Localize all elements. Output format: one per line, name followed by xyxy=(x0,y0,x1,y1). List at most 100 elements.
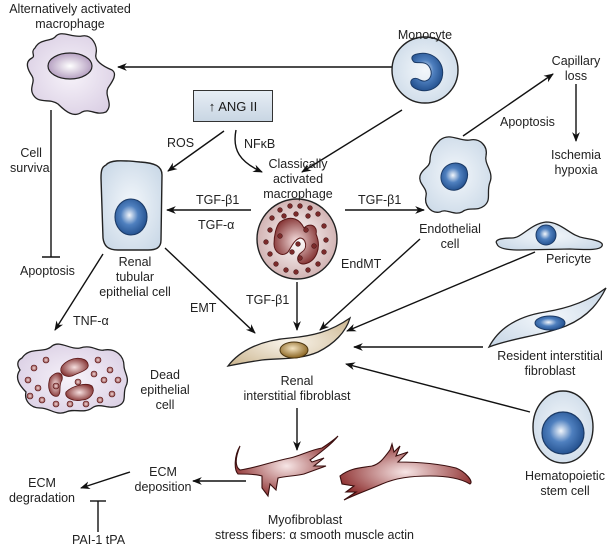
monocyte-cell xyxy=(391,36,459,104)
granule xyxy=(277,233,283,239)
granule xyxy=(38,396,46,404)
granule xyxy=(263,239,269,245)
granule xyxy=(96,396,104,404)
granule xyxy=(311,243,317,249)
renal-tubular-nucleus xyxy=(114,198,148,236)
pericyte-nucleus xyxy=(535,224,557,246)
label-tgfb1-down: TGF-β1 xyxy=(246,293,290,307)
myofibroblast-cells xyxy=(234,435,472,501)
arrow-deposition-to-degradation xyxy=(80,471,131,489)
renal-tubular-cell xyxy=(100,160,163,251)
granule xyxy=(52,400,60,408)
hematopoietic-cell xyxy=(532,390,594,464)
label-pai-tpa: PAI-1 tPA xyxy=(72,533,126,547)
label-resident-fibroblast: Resident interstitial fibroblast xyxy=(497,349,603,378)
label-emt: EMT xyxy=(190,301,217,315)
renal-fibroblast-nucleus xyxy=(279,341,309,359)
alt-macrophage-cell xyxy=(26,33,116,116)
granule xyxy=(305,267,311,273)
arrow-endothelial-to-capillary-loss xyxy=(462,73,554,137)
label-tgfb1-left: TGF-β1 xyxy=(196,193,240,207)
label-ros: ROS xyxy=(167,136,195,150)
granule xyxy=(315,211,321,217)
label-classical-macrophage: Classically activated macrophage xyxy=(263,157,333,201)
arrow-monocyte-to-classical-macrophage xyxy=(301,109,403,173)
label-dead-epithelial: Dead epithelial cell xyxy=(140,368,190,412)
label-monocyte: Monocyte xyxy=(397,28,453,42)
dead-epithelial-cell xyxy=(16,343,129,414)
endothelial-nucleus xyxy=(440,162,469,191)
granule xyxy=(94,356,102,364)
macrophage-granules xyxy=(263,203,329,275)
label-ecm-deposition: ECM deposition xyxy=(134,465,192,494)
label-ischemia: Ischemia hypoxia xyxy=(550,148,602,177)
granule xyxy=(52,382,60,390)
resident-fibroblast-cell xyxy=(487,287,607,349)
granule xyxy=(283,267,289,273)
granule xyxy=(26,392,34,400)
arrow-emt xyxy=(164,247,256,334)
arrow-ang-to-classical-macrophage xyxy=(234,129,263,173)
label-endothelial: Endothelial cell xyxy=(419,222,481,251)
renal-fibroblast-cell xyxy=(226,316,352,367)
granule xyxy=(30,364,38,372)
granule xyxy=(293,211,299,217)
ang-ii-label: ↑ ANG II xyxy=(208,98,258,114)
arrow-ang-to-tubular xyxy=(167,130,225,172)
granule xyxy=(289,249,295,255)
hematopoietic-nucleus xyxy=(541,411,585,455)
arrow-tubular-to-dead-cell xyxy=(54,253,104,331)
granule xyxy=(281,213,287,219)
granule xyxy=(321,249,327,255)
granule xyxy=(315,261,321,267)
pericyte-cell xyxy=(495,221,603,251)
label-tgfa-left: TGF-α xyxy=(198,218,235,232)
arrow-pericyte-to-fibroblast xyxy=(346,251,536,332)
granule xyxy=(267,227,273,233)
granule xyxy=(321,223,327,229)
label-pericyte: Pericyte xyxy=(546,252,592,266)
granule xyxy=(114,376,122,384)
label-endmt: EndMT xyxy=(341,257,382,271)
ang-ii-box: ↑ ANG II xyxy=(193,90,273,122)
granule xyxy=(24,376,32,384)
label-alt-macrophage: Alternatively activated macrophage xyxy=(9,2,131,31)
granule xyxy=(82,400,90,408)
alt-macrophage-nucleus xyxy=(47,52,93,80)
granule xyxy=(287,203,293,209)
granule xyxy=(297,255,303,261)
granule xyxy=(34,384,42,392)
arrow-endmt xyxy=(319,238,421,331)
label-capillary-loss: Capillary loss xyxy=(551,54,601,83)
granule xyxy=(277,207,283,213)
label-myofibroblast: Myofibroblast stress fibers: α smooth mu… xyxy=(215,513,414,542)
label-renal-fibroblast: Renal interstitial fibroblast xyxy=(243,374,351,403)
endothelial-cell xyxy=(419,136,492,214)
dead-cell-granules xyxy=(24,356,122,408)
label-hematopoietic: Hematopoietic stem cell xyxy=(525,469,605,498)
granule xyxy=(305,213,311,219)
granule xyxy=(74,378,82,386)
granule xyxy=(293,269,299,275)
granule xyxy=(297,203,303,209)
label-cell-survival: Cell survival xyxy=(10,146,53,175)
granule xyxy=(273,261,279,267)
granule xyxy=(295,241,301,247)
label-tgfb1-right: TGF-β1 xyxy=(358,193,402,207)
label-nfkb: NFκB xyxy=(244,137,276,151)
label-tnfa: TNF-α xyxy=(73,314,109,328)
granule xyxy=(267,251,273,257)
granule xyxy=(323,237,329,243)
granule xyxy=(307,205,313,211)
granule xyxy=(42,356,50,364)
classical-macrophage-cell xyxy=(256,198,338,280)
granule xyxy=(108,390,116,398)
label-ecm-degradation: ECM degradation xyxy=(8,476,76,505)
resident-fibroblast-nucleus xyxy=(534,315,566,331)
granule xyxy=(269,215,275,221)
label-apoptosis-left: Apoptosis xyxy=(20,264,75,278)
label-renal-tubular: Renal tubular epithelial cell xyxy=(99,255,171,299)
granule xyxy=(66,400,74,408)
granule xyxy=(90,370,98,378)
